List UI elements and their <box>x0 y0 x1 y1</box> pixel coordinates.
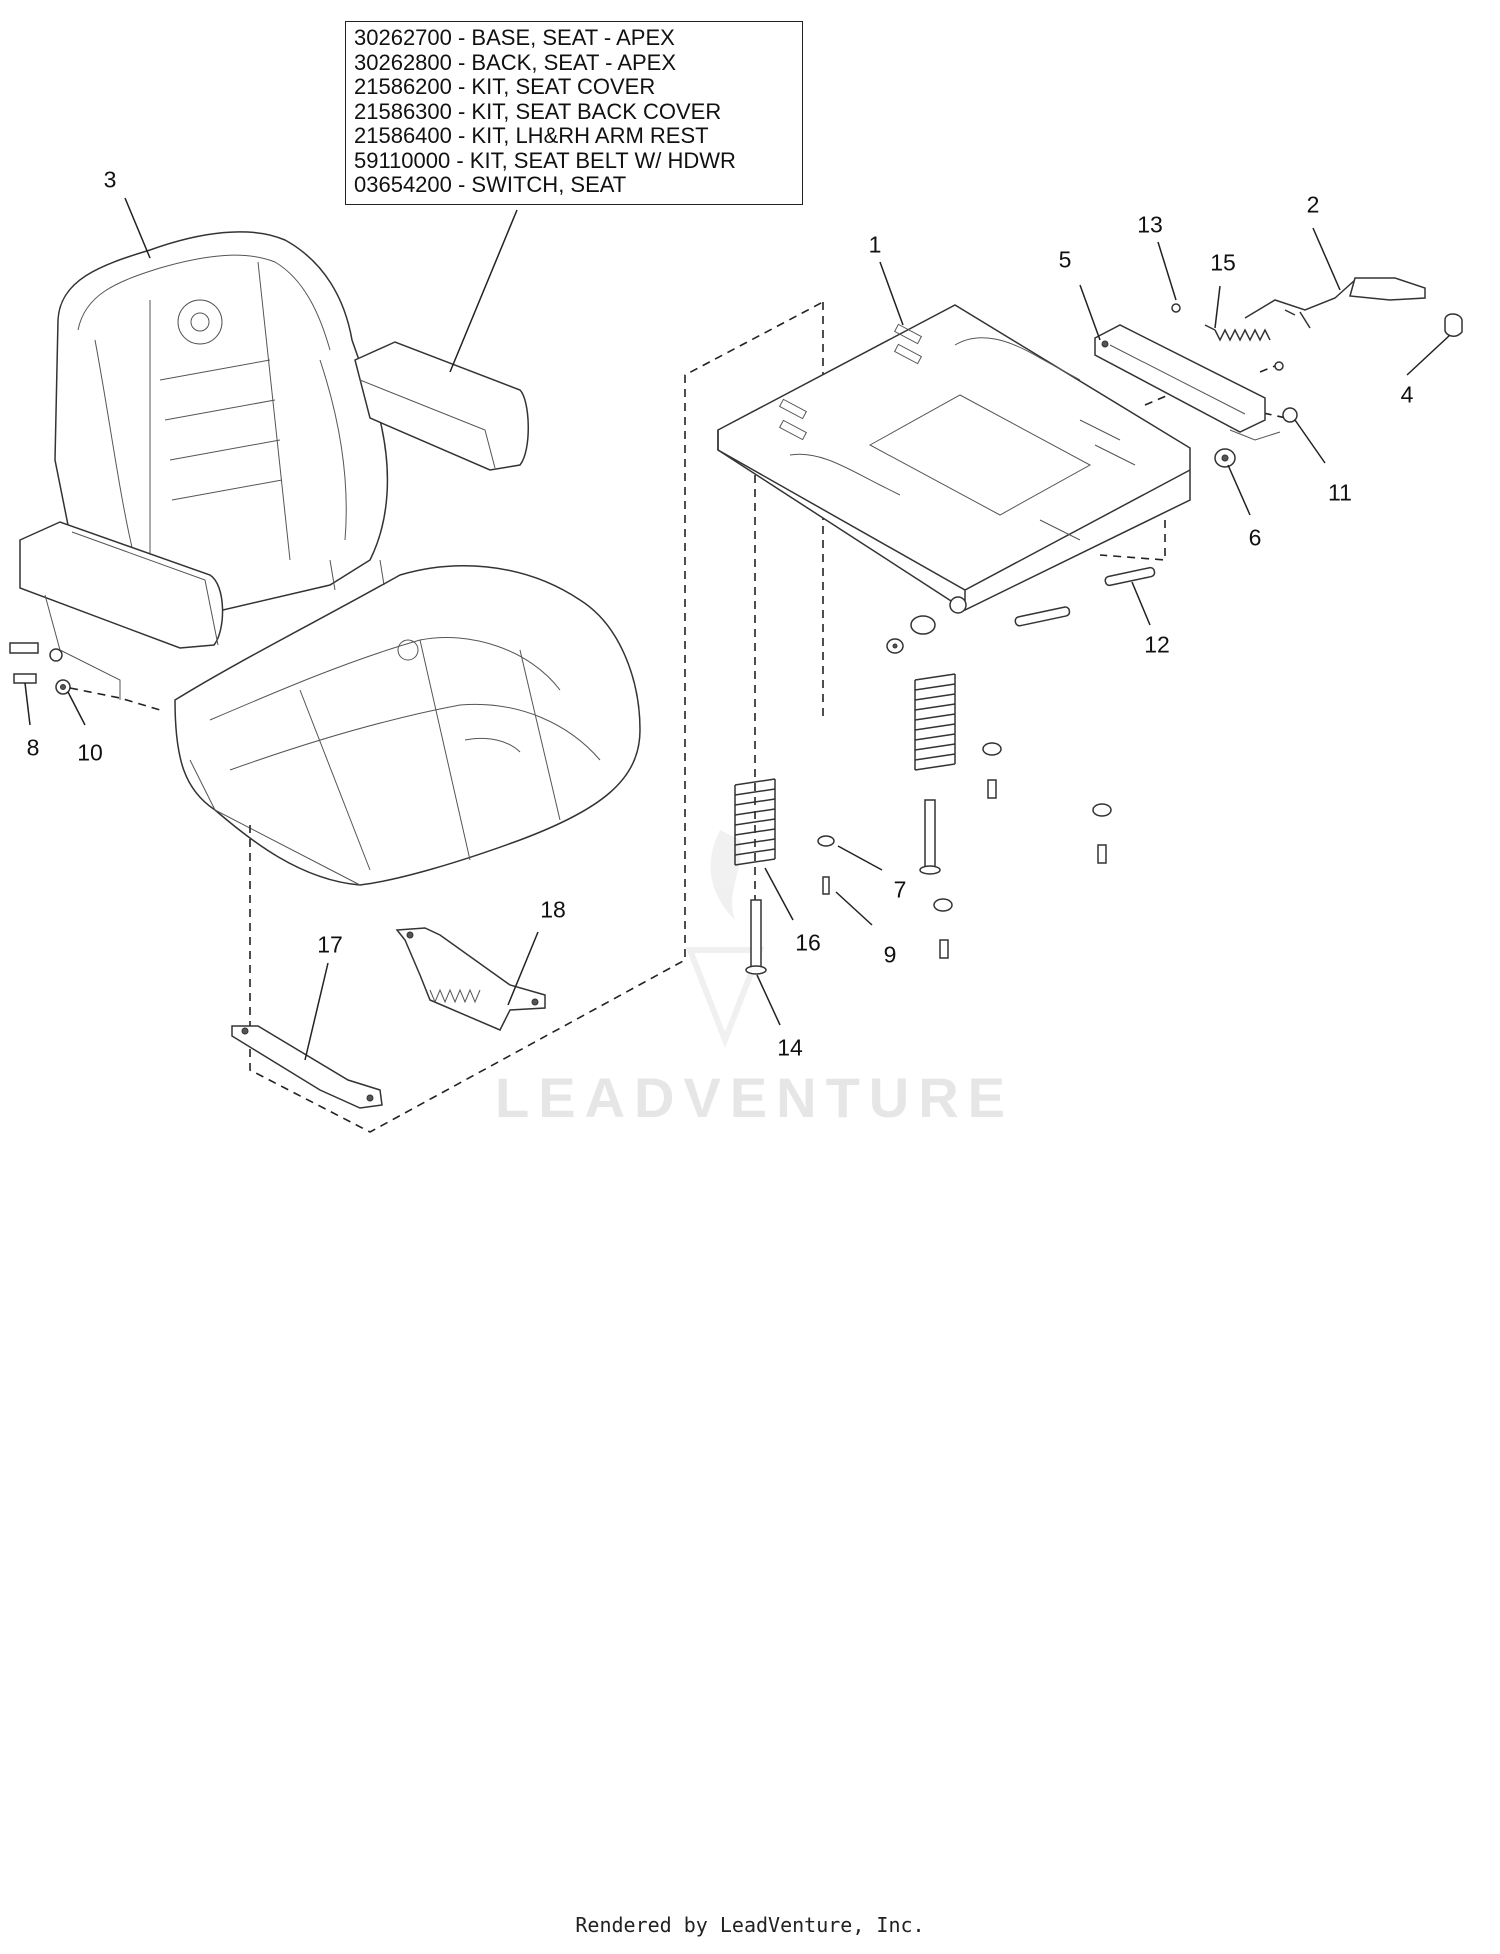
callout-13: 13 <box>1137 211 1163 238</box>
parts-list-item: 21586200 - KIT, SEAT COVER <box>354 74 656 99</box>
callout-16: 16 <box>795 929 821 956</box>
callout-1: 1 <box>868 231 882 258</box>
callout-17: 17 <box>317 931 343 958</box>
parts-list-item: 21586400 - KIT, LH&RH ARM REST <box>354 123 709 148</box>
spring-16 <box>734 778 776 975</box>
callout-18: 18 <box>540 896 566 923</box>
callout-11: 11 <box>1328 479 1352 506</box>
callout-9: 9 <box>883 941 897 968</box>
callout-7: 7 <box>893 876 907 903</box>
callout-2: 2 <box>1306 191 1320 218</box>
bracket-18 <box>395 927 546 1031</box>
footer-credit: Rendered by LeadVenture, Inc. <box>575 1913 925 1937</box>
slide-rail <box>1094 324 1281 441</box>
callout-6: 6 <box>1248 524 1262 551</box>
watermark-logo <box>685 830 765 1049</box>
callout-10: 10 <box>77 739 103 766</box>
leader-lines <box>24 197 1451 1061</box>
callout-5: 5 <box>1058 246 1072 273</box>
post-hardware <box>817 742 1112 959</box>
seat-latch <box>1244 277 1463 337</box>
callout-4: 4 <box>1400 381 1414 408</box>
small-hardware <box>886 303 1298 654</box>
parts-list-item: 30262700 - BASE, SEAT - APEX <box>354 25 675 50</box>
spring-15 <box>1204 324 1271 342</box>
seat-cushion <box>174 565 641 886</box>
parts-list-item: 21586300 - KIT, SEAT BACK COVER <box>354 98 722 124</box>
parts-list-item: 03654200 - SWITCH, SEAT <box>354 172 627 197</box>
callout-15: 15 <box>1210 249 1236 276</box>
seat-hardware-left <box>9 642 161 711</box>
seat-back <box>19 231 529 700</box>
watermark-text: LEADVENTURE <box>495 1066 1015 1129</box>
bracket-17 <box>231 1025 383 1109</box>
parts-list-box: 30262700 - BASE, SEAT - APEX 30262800 - … <box>345 21 803 205</box>
callout-12: 12 <box>1144 631 1170 658</box>
callout-3: 3 <box>103 166 117 193</box>
spring-right <box>914 673 956 875</box>
mounting-plate <box>717 304 1191 614</box>
parts-list-item: 59110000 - KIT, SEAT BELT W/ HDWR <box>354 147 736 173</box>
callout-14: 14 <box>777 1034 803 1061</box>
callout-8: 8 <box>26 734 40 761</box>
parts-list-item: 30262800 - BACK, SEAT - APEX <box>354 49 677 75</box>
